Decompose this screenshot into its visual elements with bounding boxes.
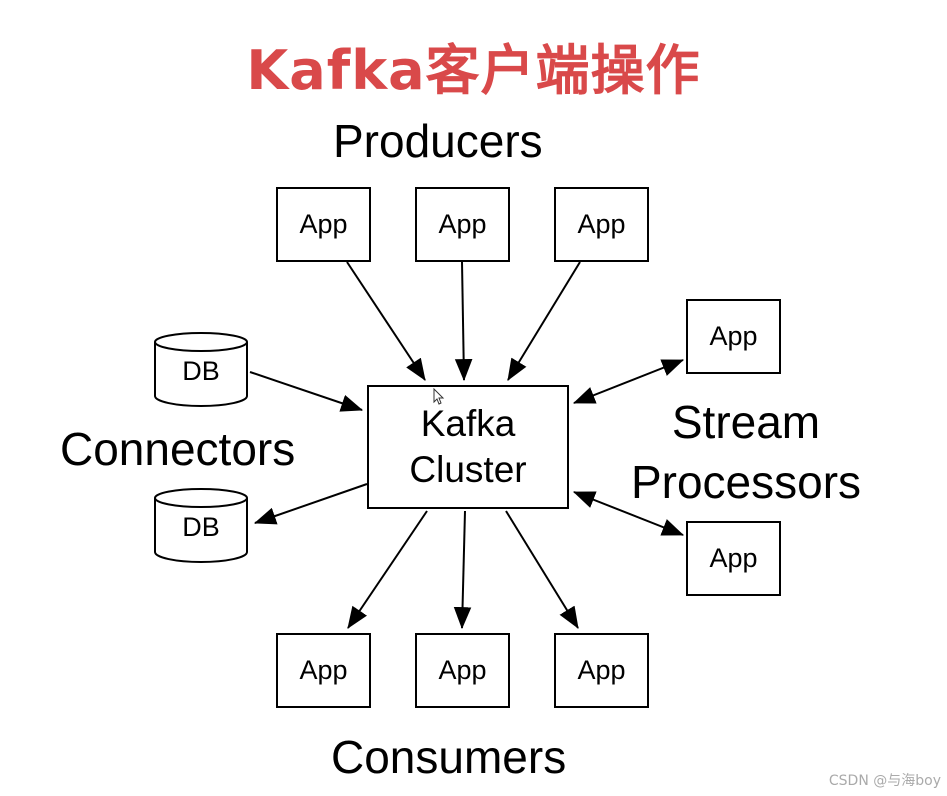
consumer-app-3: App [554, 633, 649, 708]
consumer-app-1: App [276, 633, 371, 708]
arrow-stream-app-1 [572, 359, 685, 404]
cluster-label-line2: Cluster [409, 449, 527, 490]
stream-label-line1: Stream [671, 396, 821, 448]
cluster-label-line1: Kafka [420, 403, 516, 444]
kafka-cluster-box: Kafka Cluster [367, 385, 569, 509]
arrow-producer-2 [454, 261, 473, 382]
producers-label: Producers [333, 115, 543, 167]
arrow-stream-app-2 [572, 491, 685, 536]
database-cylinder-icon [154, 488, 248, 563]
database-1: DB [154, 332, 248, 408]
arrow-db-to-cluster [249, 371, 364, 412]
mouse-cursor-icon [433, 388, 445, 405]
database-2: DB [154, 488, 248, 564]
database-cylinder-icon [154, 332, 248, 407]
watermark: CSDN @与海boy [828, 773, 941, 789]
stream-app-2: App [686, 521, 781, 596]
consumer-app-2: App [415, 633, 510, 708]
producer-app-1: App [276, 187, 371, 262]
database-2-label: DB [182, 512, 220, 542]
page-title: Kafka客户端操作 [246, 39, 701, 102]
stream-app-1: App [686, 299, 781, 374]
producer-app-3: App [554, 187, 649, 262]
arrow-consumer-1 [347, 510, 428, 629]
database-1-label: DB [182, 356, 220, 386]
arrow-consumer-2 [453, 510, 472, 630]
arrow-consumer-3 [505, 510, 579, 629]
arrow-producer-1 [346, 261, 426, 381]
arrow-producer-3 [507, 261, 581, 381]
arrow-cluster-to-db [253, 483, 368, 525]
producer-app-2: App [415, 187, 510, 262]
connectors-label: Connectors [60, 423, 296, 475]
consumers-label: Consumers [331, 731, 567, 783]
